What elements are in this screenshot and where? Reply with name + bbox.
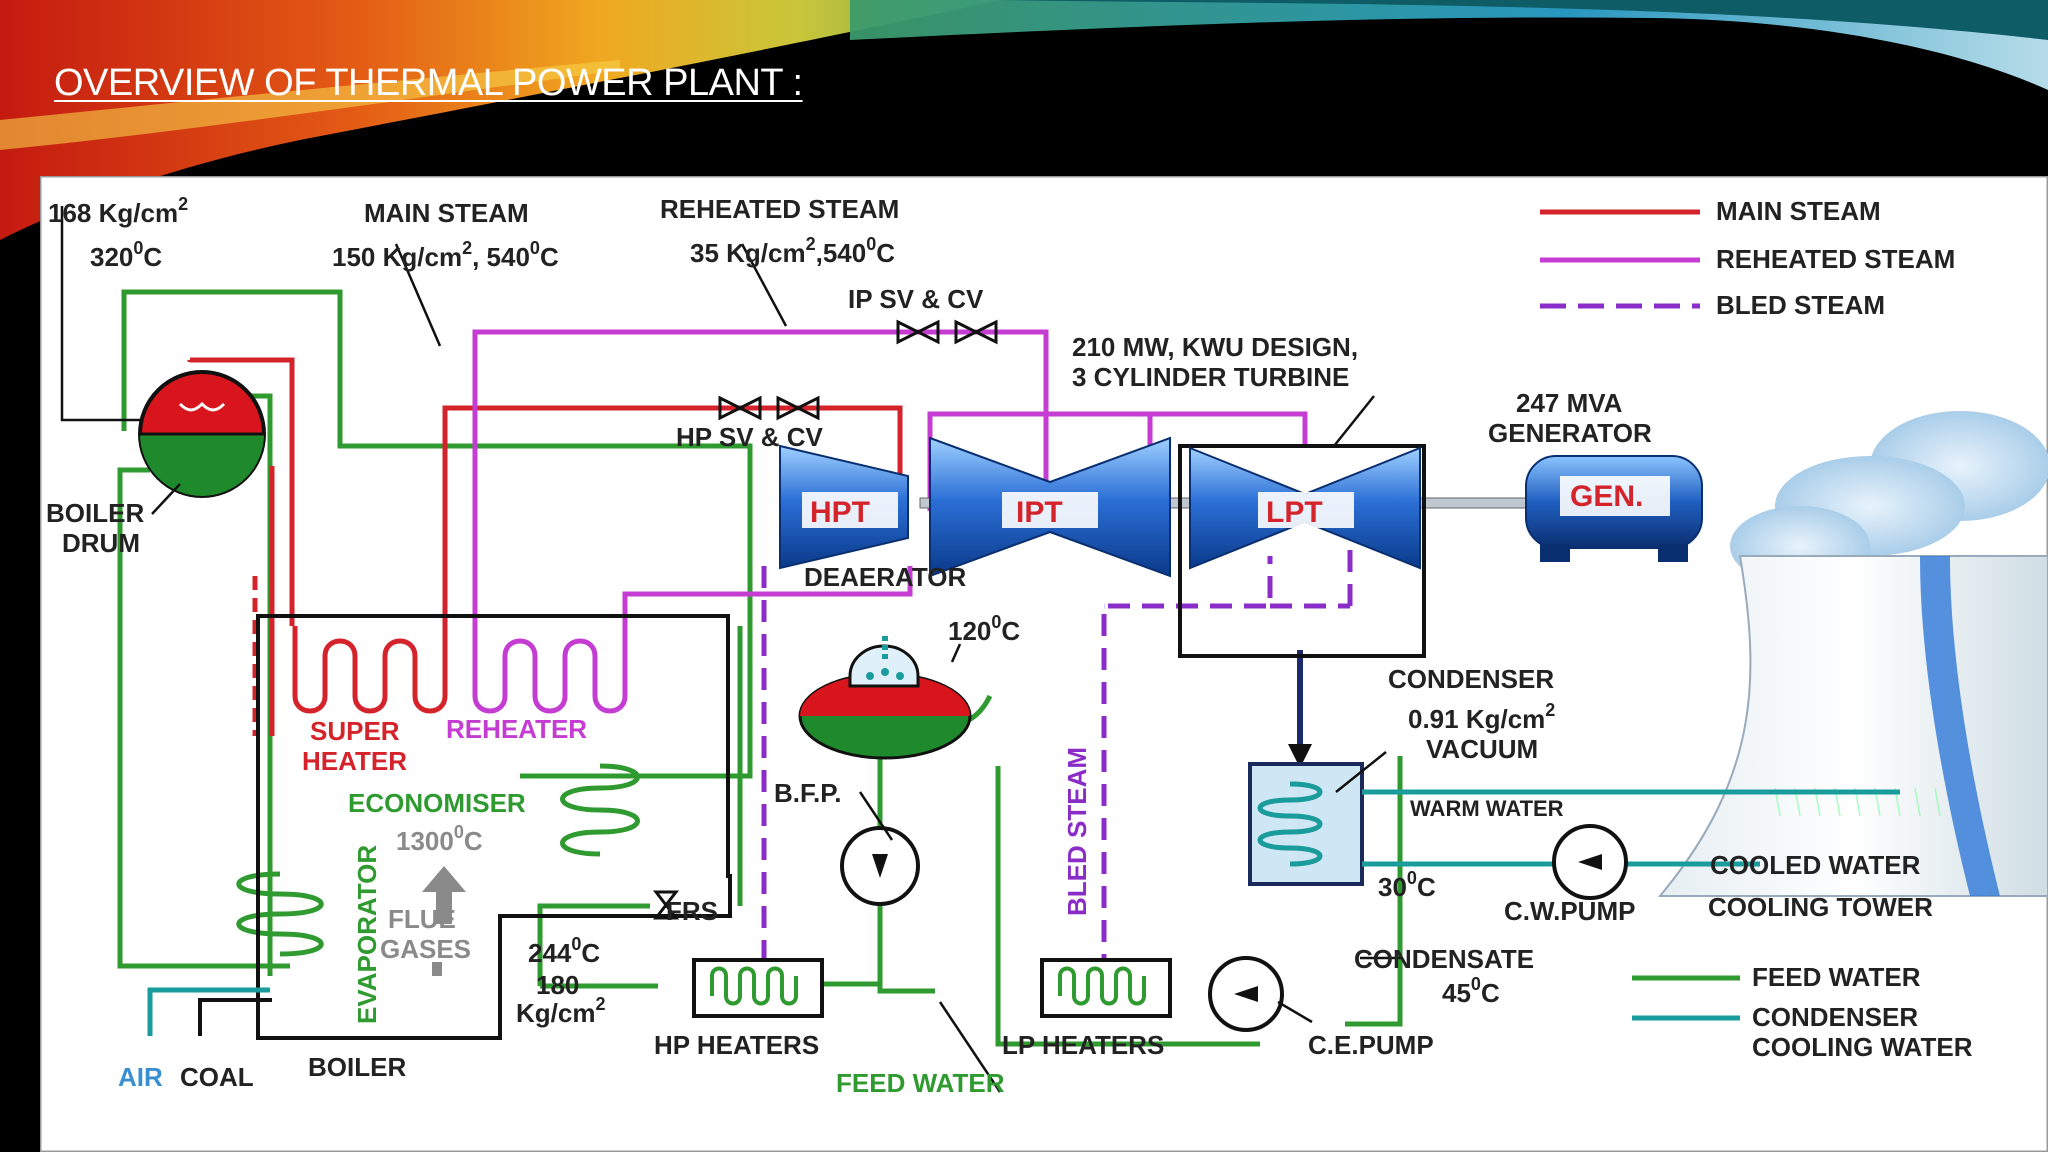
super-heater-coil bbox=[292, 626, 448, 714]
condenser-vacuum-label: VACUUM bbox=[1426, 734, 1538, 764]
drum-temp: 3200C bbox=[90, 238, 162, 272]
hp-valve-icon bbox=[718, 395, 820, 421]
evaporator-coil bbox=[236, 871, 324, 957]
ce-pump-label: C.E.PUMP bbox=[1308, 1030, 1434, 1060]
boiler-label: BOILER bbox=[308, 1052, 406, 1082]
ipt-label: IPT bbox=[1016, 496, 1063, 529]
hp-heaters-label: HP HEATERS bbox=[654, 1030, 819, 1060]
cooling-tower-label: COOLING TOWER bbox=[1708, 892, 1933, 922]
lpt-label: LPT bbox=[1266, 496, 1323, 529]
gen-label: GEN. bbox=[1570, 480, 1643, 513]
legend: MAIN STEAM REHEATED STEAM BLED STEAM FEE… bbox=[1540, 196, 1973, 1062]
reheated-steam-value: 35 Kg/cm2,5400C bbox=[690, 234, 895, 268]
deaerator-temp: 1200C bbox=[948, 612, 1020, 646]
hp-valve-label: HP SV & CV bbox=[676, 422, 824, 452]
feed-water-label: FEED WATER bbox=[836, 1068, 1005, 1098]
boiler-drum-label-2: DRUM bbox=[62, 528, 140, 558]
legend-cooling-water: COOLING WATER bbox=[1752, 1032, 1973, 1062]
condensate-label: CONDENSATE bbox=[1354, 944, 1534, 974]
deaerator-label: DEAERATOR bbox=[804, 562, 966, 592]
legend-main-steam: MAIN STEAM bbox=[1716, 196, 1881, 226]
reheated-steam-title: REHEATED STEAM bbox=[660, 194, 899, 224]
deaerator bbox=[798, 636, 972, 760]
cooling-tower bbox=[1657, 411, 2048, 897]
evaporator-label: EVAPORATOR bbox=[352, 845, 382, 1024]
bled-steam-label: BLED STEAM bbox=[1062, 747, 1092, 916]
lp-turbine bbox=[1189, 446, 1421, 570]
flue-label-2: GASES bbox=[380, 934, 471, 964]
flue-gas-arrow bbox=[422, 866, 466, 976]
cw-temp: 300C bbox=[1378, 868, 1436, 902]
legend-condenser: CONDENSER bbox=[1752, 1002, 1918, 1032]
hpt-label: HPT bbox=[810, 496, 870, 529]
generator-label: GENERATOR bbox=[1488, 418, 1652, 448]
condenser-label: CONDENSER bbox=[1388, 664, 1554, 694]
bled-steam-lines bbox=[761, 546, 1353, 976]
generator bbox=[1525, 455, 1703, 562]
bfp-label: B.F.P. bbox=[774, 778, 841, 808]
title-banner bbox=[0, 0, 2048, 240]
boiler-drum-label-1: BOILER bbox=[46, 498, 144, 528]
thermal-plant-diagram: MAIN STEAM REHEATED STEAM BLED STEAM FEE… bbox=[40, 176, 2048, 1152]
cw-pump-label: C.W.PUMP bbox=[1504, 896, 1635, 926]
main-steam-lines bbox=[187, 357, 903, 736]
cooled-water-label: COOLED WATER bbox=[1710, 850, 1921, 880]
condenser-vacuum: 0.91 Kg/cm2 bbox=[1408, 700, 1555, 734]
air-label: AIR bbox=[118, 1062, 163, 1092]
legend-bled-steam: BLED STEAM bbox=[1716, 290, 1885, 320]
drum-pressure: 168 Kg/cm2 bbox=[48, 194, 188, 228]
hp-turbine bbox=[779, 444, 909, 570]
ip-valve-label: IP SV & CV bbox=[848, 284, 984, 314]
warm-water-label: WARM WATER bbox=[1410, 796, 1564, 821]
main-steam-title: MAIN STEAM bbox=[364, 198, 529, 228]
lpt-casing bbox=[1178, 444, 1426, 658]
reheater-coil bbox=[472, 616, 628, 714]
flue-temp: 13000C bbox=[396, 822, 483, 856]
turbine-desc-2: 3 CYLINDER TURBINE bbox=[1072, 362, 1349, 392]
boiler-enclosure bbox=[256, 614, 732, 1040]
ip-valve-icon bbox=[896, 319, 998, 345]
legend-reheated-steam: REHEATED STEAM bbox=[1716, 244, 1955, 274]
super-heater-label-2: HEATER bbox=[302, 746, 407, 776]
generator-rating: 247 MVA bbox=[1516, 388, 1623, 418]
ip-turbine bbox=[929, 436, 1171, 578]
condensate-temp: 450C bbox=[1442, 974, 1500, 1008]
economiser-label: ECONOMISER bbox=[348, 788, 526, 818]
frs-label: FRS bbox=[666, 896, 718, 926]
lp-heaters-label: LP HEATERS bbox=[1002, 1030, 1164, 1060]
main-steam-value: 150 Kg/cm2, 5400C bbox=[332, 238, 559, 272]
legend-feed-water: FEED WATER bbox=[1752, 962, 1921, 992]
super-heater-label-1: SUPER bbox=[310, 716, 400, 746]
coal-label: COAL bbox=[180, 1062, 254, 1092]
hp-pressure-2: Kg/cm2 bbox=[516, 994, 605, 1028]
economiser-coil bbox=[560, 763, 640, 857]
boiler-drum bbox=[138, 370, 266, 498]
slide-title: OVERVIEW OF THERMAL POWER PLANT : bbox=[54, 62, 803, 104]
frs-valve-icon bbox=[652, 890, 680, 920]
cooling-water-lines bbox=[147, 789, 1900, 1036]
reheater-label: REHEATER bbox=[446, 714, 587, 744]
coal-line bbox=[198, 998, 272, 1036]
turbine-desc-1: 210 MW, KWU DESIGN, bbox=[1072, 332, 1358, 362]
hp-pressure-1: 180 bbox=[536, 970, 579, 1000]
flue-label-1: FLUE bbox=[388, 904, 456, 934]
hp-temp: 2440C bbox=[528, 934, 600, 968]
condenser bbox=[1248, 762, 1364, 886]
